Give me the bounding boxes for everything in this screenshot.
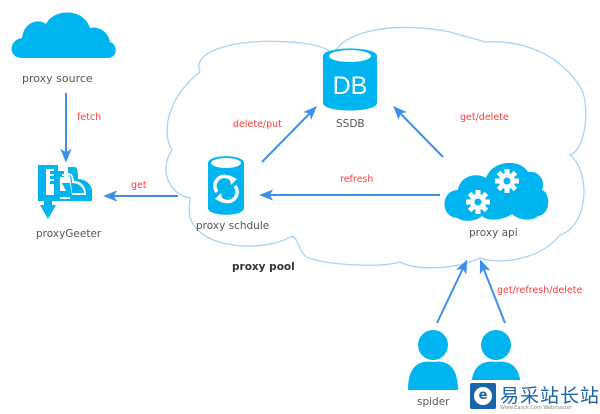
gear-icon (466, 190, 490, 214)
watermark-text: 易采站长站 (500, 385, 600, 407)
proxy-source-label: proxy source (22, 72, 93, 85)
get-refresh-delete-edge-label: get/refresh/delete (497, 285, 583, 296)
refresh-edge-label: refresh (340, 174, 374, 185)
spider-person-icon (408, 330, 458, 390)
spider-label: spider (417, 396, 450, 408)
proxy-api-label: proxy api (469, 227, 518, 239)
db-icon-text: DB (333, 72, 368, 100)
proxy-pool-label: proxy pool (232, 261, 295, 273)
fetch-edge-label: fetch (77, 112, 102, 123)
proxy-schdule-label: proxy schdule (196, 220, 270, 232)
gear-icon (495, 169, 519, 193)
scheduler-icon (208, 156, 244, 215)
spider-to-api-arrow-1 (436, 259, 468, 324)
cloud-icon (11, 12, 116, 58)
delete-put-arrow (261, 106, 317, 163)
delete-put-edge-label: delete/put (233, 119, 282, 130)
proxy-geeter-icon (38, 165, 92, 219)
watermark: e 易采站长站 Www.Easck.Com Webmaster (466, 380, 600, 414)
watermark-subtext: Www.Easck.Com Webmaster (500, 405, 572, 411)
get-delete-edge-label: get/delete (460, 112, 509, 123)
database-icon: DB (323, 48, 377, 111)
watermark-logo-icon: e (470, 383, 496, 409)
watermark-logo-glyph: e (474, 387, 492, 405)
ssdb-label: SSDB (336, 118, 365, 130)
proxy-pool-cloud-outline (165, 26, 587, 269)
get-delete-arrow (393, 105, 444, 158)
get-edge-label: get (131, 180, 147, 191)
api-cloud-gears-icon (444, 162, 549, 221)
spider-to-api-arrow-2 (479, 259, 506, 324)
refresh-icon (213, 174, 239, 204)
proxy-geeter-label: proxyGeeter (36, 228, 102, 240)
